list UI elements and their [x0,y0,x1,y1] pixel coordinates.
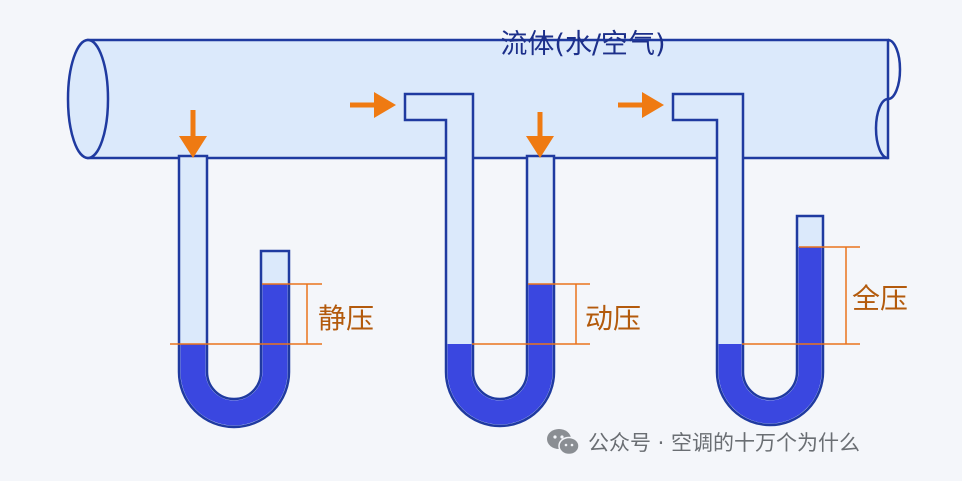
dynamic-liquid [447,284,553,425]
static-u-tube [177,154,291,429]
static-pressure-label: 静压 [318,302,374,335]
fluid-pipe: 流体(水/空气) [66,29,902,160]
watermark: 公众号 · 空调的十万个为什么 [546,424,860,460]
static-liquid [180,284,288,426]
total-flow-arrow-icon [618,92,664,118]
total-pressure-gauge: 全压 [618,92,908,427]
wechat-icon [547,429,580,456]
static-flow-arrow-icon [179,110,207,158]
total-pressure-label: 全压 [852,282,908,315]
dynamic-pressure-gauge: 动压 [350,92,641,428]
pipe-label: 流体(水/空气) [500,29,665,60]
pipe-left-end [66,38,110,160]
dynamic-pressure-label: 动压 [585,302,641,335]
static-pressure-gauge: 静压 [170,110,374,429]
pipe-right-end [874,38,902,160]
total-liquid [718,247,822,424]
dynamic-flow-arrow-icon [350,92,396,118]
dynamic-static-arrow-icon [526,112,554,158]
pipe-body [86,38,890,160]
watermark-text: 公众号 · 空调的十万个为什么 [588,431,861,455]
